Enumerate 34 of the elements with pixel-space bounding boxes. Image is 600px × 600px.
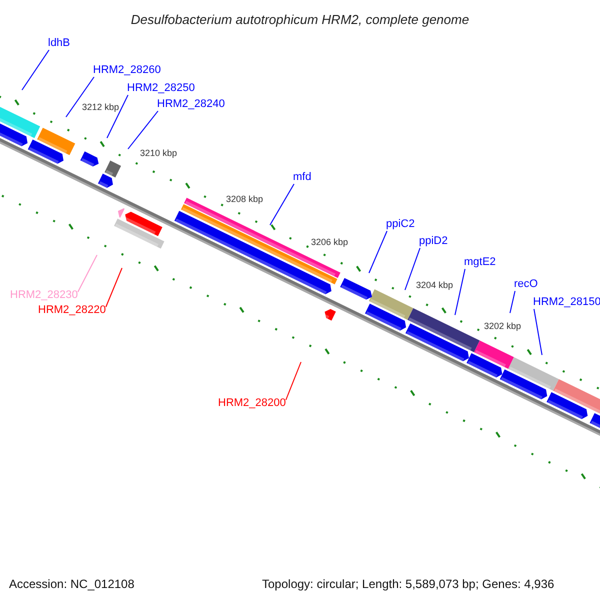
scale-label: 3208 kbp bbox=[226, 193, 264, 206]
scale-label: 3210 kbp bbox=[140, 147, 178, 160]
gene-label: HRM2_28260 bbox=[93, 64, 161, 77]
gene-label: HRM2_28250 bbox=[127, 82, 195, 95]
gene-label: ppiC2 bbox=[386, 218, 415, 231]
title: Desulfobacterium autotrophicum HRM2, complete genome bbox=[130, 11, 470, 29]
leader-line bbox=[510, 290, 516, 314]
gene-label: ldhB bbox=[48, 37, 70, 50]
gene-label: mfd bbox=[293, 171, 312, 184]
leader-line bbox=[454, 268, 466, 316]
scale-label: 3212 kbp bbox=[82, 101, 120, 114]
leader-line bbox=[128, 110, 158, 150]
leader-line bbox=[66, 76, 94, 118]
gene-label: HRM2_28220 bbox=[38, 304, 106, 317]
scale-label: 3206 kbp bbox=[311, 236, 348, 249]
footer-text: Topology: circular; Length: 5,589,073 bp; Genes: 4,936 bbox=[262, 576, 554, 593]
leader-line bbox=[77, 254, 98, 292]
gene-label: HRM2_28230 bbox=[10, 289, 78, 302]
scale-label: 3204 kbp bbox=[416, 279, 454, 292]
leader-line bbox=[368, 230, 388, 274]
gene-label: recO bbox=[514, 278, 538, 291]
leader-line bbox=[534, 308, 542, 356]
leader-line bbox=[285, 362, 302, 400]
leader-line bbox=[106, 94, 128, 138]
gene-label: ppiD2 bbox=[419, 235, 448, 248]
scale-label: 3202 kbp bbox=[484, 320, 522, 333]
gene-label: HRM2_28240 bbox=[157, 98, 225, 111]
leader-line bbox=[22, 50, 50, 90]
leader-line bbox=[105, 268, 122, 308]
footer-text: Accession: NC_012108 bbox=[9, 576, 134, 593]
gene-label: HRM2_28200 bbox=[218, 397, 286, 410]
leader-line bbox=[270, 184, 294, 226]
leader-line bbox=[404, 248, 420, 290]
gene-label: mgtE2 bbox=[464, 256, 496, 269]
